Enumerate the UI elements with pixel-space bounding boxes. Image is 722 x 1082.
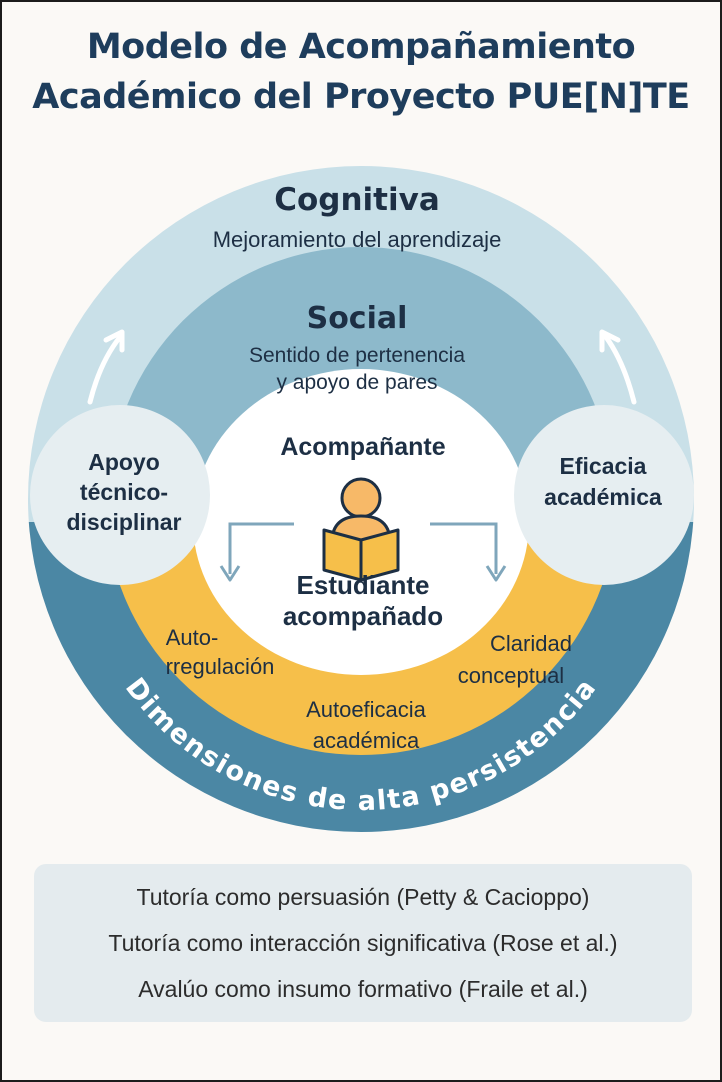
right-up-arrow: [603, 334, 637, 405]
right-down-arrow: [430, 522, 498, 574]
page-title: Modelo de Acompañamiento Académico del P…: [2, 22, 720, 122]
left-up-arrow-head: [103, 329, 125, 353]
cognitiva-subtitle: Mejoramiento del aprendizaje: [213, 227, 502, 252]
title-line-2: Académico del Proyecto PUE[N]TE: [32, 77, 690, 117]
title-line-1: Modelo de Acompañamiento: [86, 27, 636, 67]
claridad-line-1: Claridad: [490, 631, 572, 656]
left-down-arrow: [228, 522, 294, 574]
reference-line-2: Tutoría como interacción significativa (…: [108, 930, 618, 956]
cognitiva-heading: Cognitiva: [274, 182, 440, 218]
reference-line-3: Avalúo como insumo formativo (Fraile et …: [138, 976, 588, 1002]
right-circle-line-2: académica: [544, 484, 662, 510]
persistence-model-diagram: Cognitiva Mejoramiento del aprendizaje S…: [28, 166, 694, 832]
claridad-line-2: conceptual: [458, 663, 564, 688]
estudiante-label-line-2: acompañado: [283, 601, 443, 631]
student-reading-icon: [322, 477, 400, 582]
estudiante-label-line-1: Estudiante: [297, 570, 430, 600]
right-up-arrow-head: [599, 329, 621, 353]
acompanante-label: Acompañante: [280, 433, 445, 461]
left-circle-line-1: Apoyo: [88, 449, 160, 475]
left-circle-line-2: técnico-: [80, 479, 168, 505]
social-heading: Social: [307, 301, 408, 336]
left-up-arrow: [87, 334, 123, 405]
right-down-arrow-head: [485, 565, 507, 582]
autoeficacia-line-2: académica: [313, 728, 420, 753]
autorregulacion-line-2: rregulación: [166, 654, 275, 679]
social-subtitle-line-2: y apoyo de pares: [276, 371, 437, 394]
social-subtitle-line-1: Sentido de pertenencia: [249, 344, 465, 367]
reference-line-1: Tutoría como persuasión (Petty & Caciopp…: [136, 884, 590, 910]
autoeficacia-line-1: Autoeficacia: [306, 697, 427, 722]
right-side-circle: [514, 405, 694, 585]
left-circle-line-3: disciplinar: [66, 509, 181, 535]
references-panel: Tutoría como persuasión (Petty & Caciopp…: [34, 864, 692, 1022]
right-circle-line-1: Eficacia: [560, 453, 647, 479]
left-side-circle: [30, 405, 210, 585]
autorregulacion-line-1: Auto-: [166, 625, 219, 650]
left-down-arrow-head: [219, 565, 241, 582]
